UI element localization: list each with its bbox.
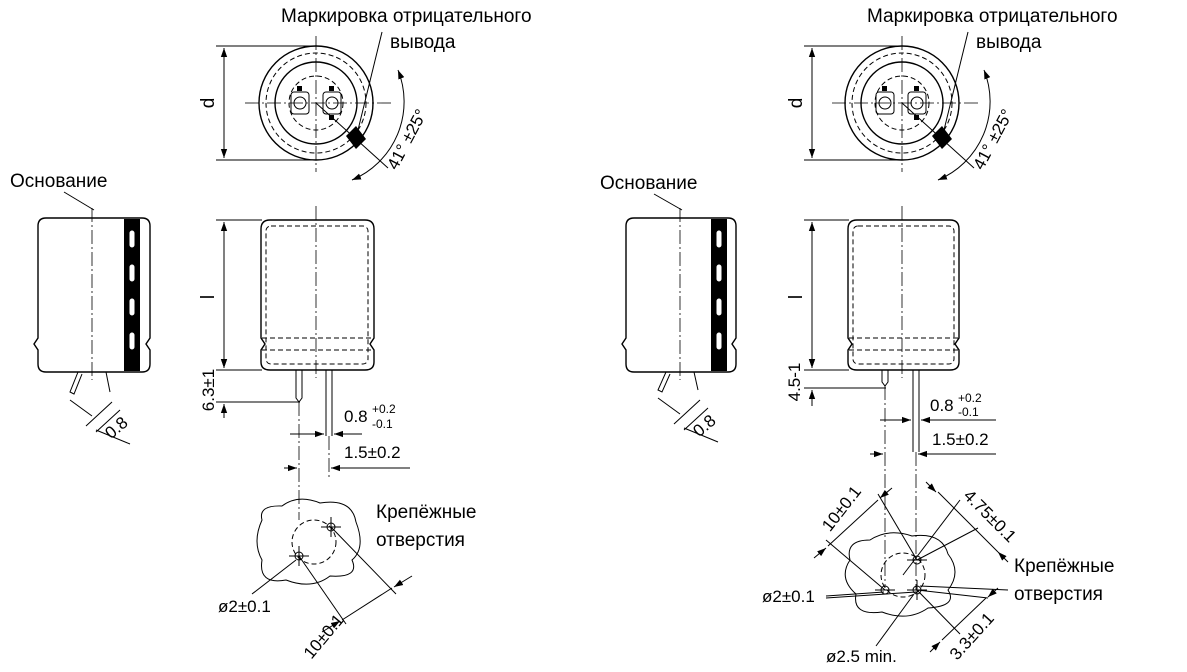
left-hole-spacing-label: 10±0.1 — [300, 610, 348, 662]
right-top-view — [832, 36, 980, 172]
left-length-dimension: l — [198, 219, 262, 371]
left-diameter-label: d — [198, 98, 219, 109]
right-pin-pitch-dimension: 1.5±0.2 — [870, 386, 996, 590]
left-hole-leader — [251, 559, 297, 595]
left-pin-pitch-label: 1.5±0.2 — [344, 443, 401, 462]
right-diameter-dimension: d — [786, 45, 902, 161]
right-standoff-dimension: 4.5-1 — [785, 352, 886, 406]
left-variant: d 41° ±25° Маркировка отрицательного выв… — [10, 6, 532, 662]
right-center-hole-label: ø2.5 min. — [826, 647, 897, 666]
left-pin-width-base: 0.8 — [344, 407, 368, 426]
left-angle-label: 41° ±25° — [383, 106, 431, 173]
right-lead-thickness-label: 0.8 — [689, 411, 719, 441]
left-negative-marking-line2: вывода — [390, 32, 456, 53]
right-hole-diameter-label: ø2±0.1 — [762, 587, 815, 606]
right-hole-offset-label: 4.75±0.1 — [960, 486, 1020, 546]
left-standoff-label: 6.3±1 — [199, 369, 218, 411]
right-side-view — [847, 206, 960, 452]
right-base-view: Основание 0.8 — [600, 173, 737, 443]
left-side-view — [260, 206, 375, 436]
right-variant: d 41° ±25° Маркировка отрицательного выв… — [600, 6, 1118, 666]
right-pin-width-base: 0.8 — [930, 396, 954, 415]
left-pin-width-dimension: 0.8 +0.2 -0.1 — [290, 402, 396, 438]
right-mounting-holes: 10±0.1 4.75±0.1 3.3±0.1 ø2±0.1 ø2.5 min.… — [762, 481, 1114, 666]
left-pin-width-tol-plus: +0.2 — [372, 402, 396, 416]
left-mounting-holes-line2: отверстия — [376, 530, 465, 551]
right-pin-width-tol-minus: -0.1 — [958, 405, 979, 419]
right-pin-width-tol-plus: +0.2 — [958, 391, 982, 405]
left-pin-width-tol-minus: -0.1 — [372, 417, 393, 431]
left-diameter-dimension: d — [198, 45, 316, 161]
right-angle-dimension: 41° ±25° — [901, 69, 1017, 181]
left-length-label: l — [198, 295, 219, 299]
left-base-label: Основание — [10, 171, 107, 192]
right-pin-pitch-label: 1.5±0.2 — [932, 430, 989, 449]
left-mounting-holes: ø2±0.1 Крепёжные отверстия 10±0.1 — [218, 498, 476, 662]
left-standoff-dimension: 6.3±1 — [199, 352, 300, 418]
right-length-dimension: l — [786, 219, 849, 371]
right-negative-marking-line1: Маркировка отрицательного — [867, 6, 1118, 27]
right-hole-offset-2-label: 3.3±0.1 — [946, 609, 998, 664]
left-negative-marking-line1: Маркировка отрицательного — [281, 6, 532, 27]
right-mounting-holes-line1: Крепёжные — [1014, 556, 1114, 577]
left-base-view: Основание 0.8 — [10, 171, 151, 445]
left-lead-thickness-label: 0.8 — [101, 413, 131, 443]
right-negative-marking-line2: вывода — [976, 32, 1042, 53]
right-base-label: Основание — [600, 173, 697, 194]
right-hole-spacing-label: 10±0.1 — [818, 482, 865, 535]
right-mounting-holes-line2: отверстия — [1014, 584, 1103, 605]
left-hole-diameter-label: ø2±0.1 — [218, 597, 271, 616]
right-standoff-label: 4.5-1 — [785, 363, 804, 402]
right-length-label: l — [786, 295, 807, 299]
right-diameter-label: d — [786, 98, 807, 109]
right-angle-label: 41° ±25° — [969, 106, 1017, 173]
left-pin-pitch-dimension: 1.5±0.2 — [284, 402, 410, 520]
left-marking-leader — [357, 31, 383, 131]
right-marking-leader — [943, 31, 969, 131]
right-pin-width-dimension: 0.8 +0.2 -0.1 — [880, 391, 996, 424]
left-mounting-holes-line1: Крепёжные — [376, 502, 476, 523]
